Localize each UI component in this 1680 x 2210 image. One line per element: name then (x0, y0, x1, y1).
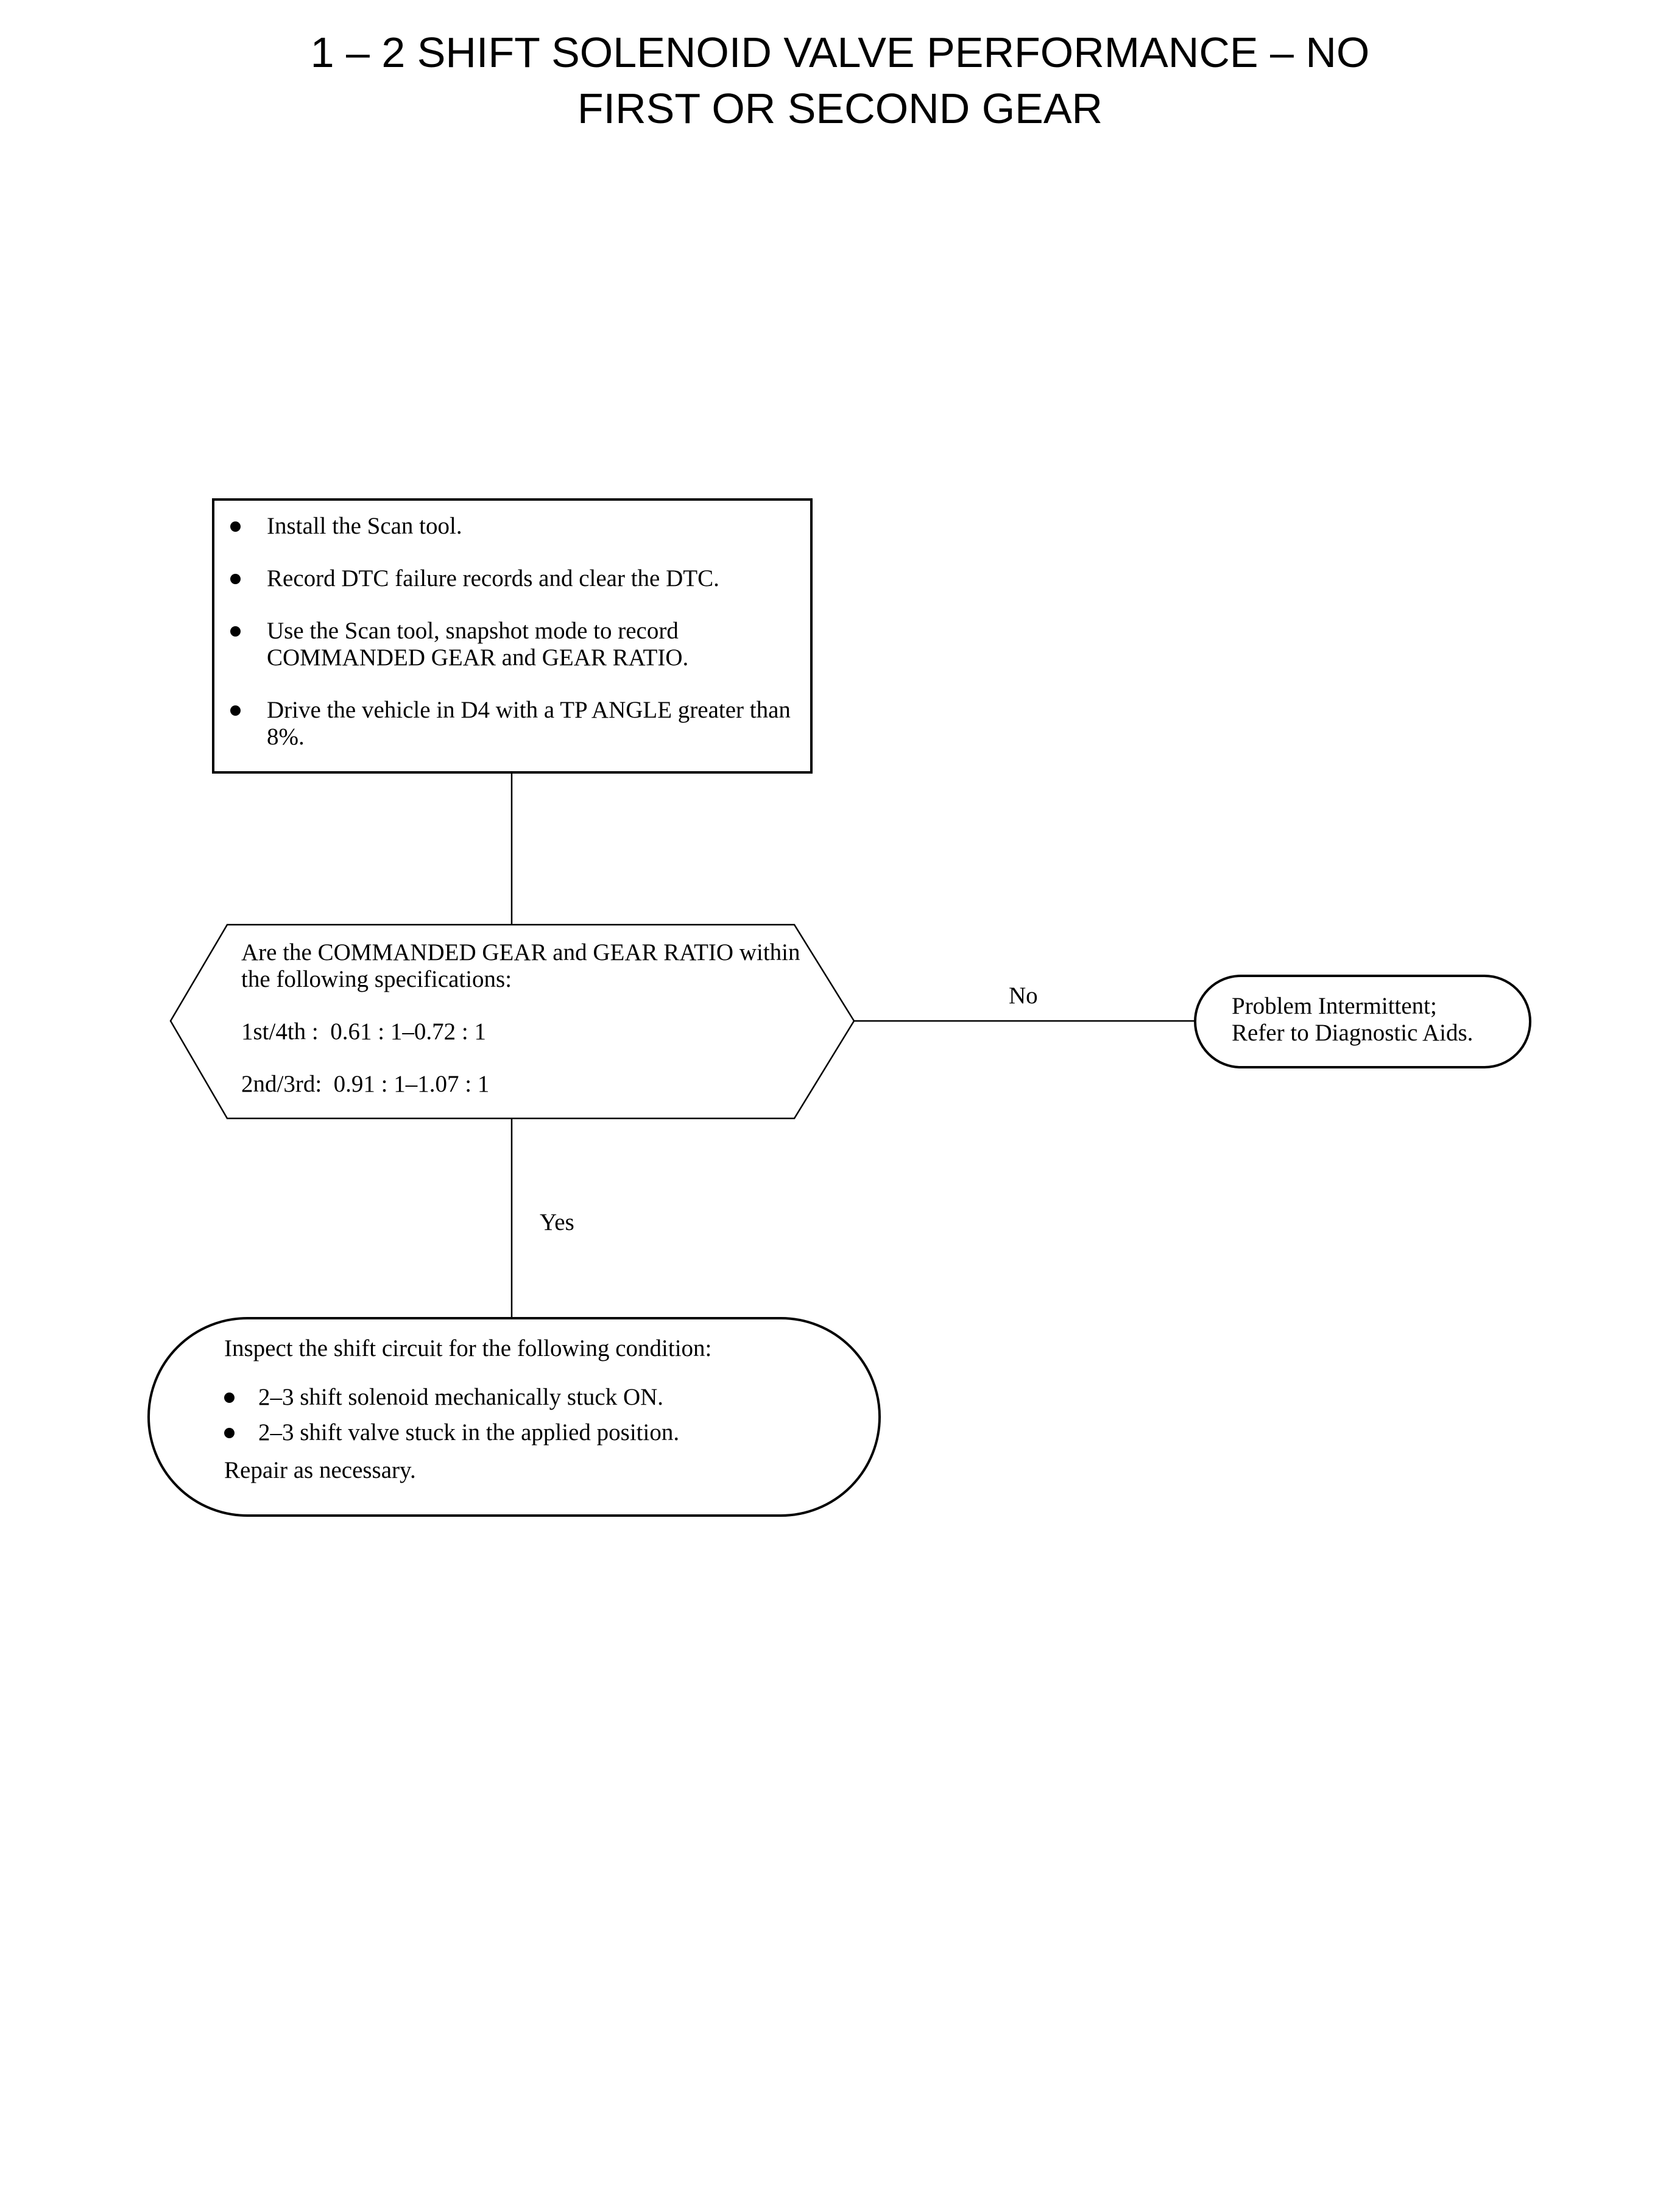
yes-result-list: 2–3 shift solenoid mechanically stuck ON… (224, 1384, 833, 1446)
step-item: Use the Scan tool, snapshot mode to reco… (230, 618, 809, 671)
decision-spec-1: 1st/4th : 0.61 : 1–0.72 : 1 (241, 1019, 486, 1045)
page-title: 1 – 2 SHIFT SOLENOID VALVE PERFORMANCE –… (0, 24, 1680, 136)
yes-result-terminal: Inspect the shift circuit for the follow… (224, 1335, 833, 1484)
step-item: Install the Scan tool. (230, 513, 809, 540)
no-result-terminal: Problem Intermittent; Refer to Diagnosti… (1232, 993, 1536, 1047)
decision-question: Are the COMMANDED GEAR and GEAR RATIO wi… (241, 939, 800, 992)
yes-result-item: 2–3 shift solenoid mechanically stuck ON… (224, 1384, 833, 1411)
yes-result-closing: Repair as necessary. (224, 1457, 416, 1483)
title-line-2: FIRST OR SECOND GEAR (577, 85, 1103, 132)
decision-text: Are the COMMANDED GEAR and GEAR RATIO wi… (241, 939, 808, 1098)
yes-result-intro: Inspect the shift circuit for the follow… (224, 1335, 712, 1361)
step-item: Drive the vehicle in D4 with a TP ANGLE … (230, 697, 809, 750)
no-result-line-1: Problem Intermittent; (1232, 993, 1437, 1019)
step-list: Install the Scan tool. Record DTC failur… (230, 513, 809, 750)
yes-result-terminal-outline (147, 1317, 881, 1517)
yes-result-item: 2–3 shift valve stuck in the applied pos… (224, 1419, 833, 1446)
no-result-line-2: Refer to Diagnostic Aids. (1232, 1020, 1474, 1046)
yes-branch-label: Yes (540, 1209, 574, 1235)
step-box: Install the Scan tool. Record DTC failur… (230, 513, 809, 750)
step-item: Record DTC failure records and clear the… (230, 565, 809, 592)
decision-spec-2: 2nd/3rd: 0.91 : 1–1.07 : 1 (241, 1071, 490, 1097)
decision-hexagon (169, 923, 855, 1120)
no-result-terminal-outline (1194, 975, 1531, 1068)
title-line-1: 1 – 2 SHIFT SOLENOID VALVE PERFORMANCE –… (310, 29, 1370, 76)
no-branch-label: No (1009, 983, 1038, 1009)
